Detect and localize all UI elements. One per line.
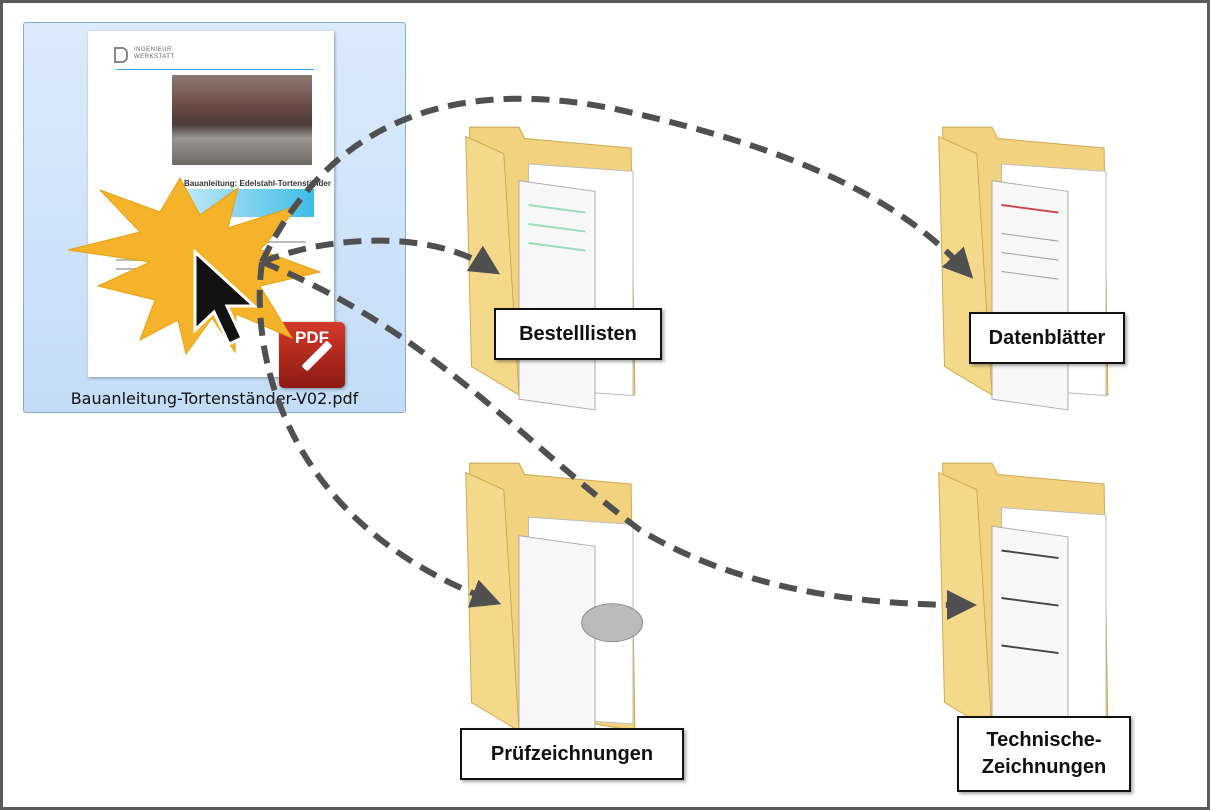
folder-bestelllisten[interactable]: Bestelllisten — [462, 112, 662, 412]
pdf-badge-text: PDF — [295, 328, 329, 347]
doc-logo-line2: WERKSTATT — [134, 54, 175, 60]
doc-logo: INGENIEUR WERKSTATT — [114, 47, 175, 63]
doc-logo-line1: INGENIEUR — [134, 47, 172, 53]
folder-icon — [938, 462, 1109, 747]
cursor-icon — [193, 248, 258, 346]
logo-mark-icon — [114, 47, 128, 63]
folder-label-technische-zeichnungen: Technische- Zeichnungen — [957, 716, 1131, 792]
pdf-icon: PDF — [279, 322, 345, 388]
file-name-label[interactable]: Bauanleitung-Tortenständer-V02.pdf — [70, 389, 359, 408]
doc-photo — [172, 75, 312, 165]
arrow-to-technische — [260, 259, 977, 620]
arrow-to-pruefzeichnungen — [256, 261, 502, 608]
folder-label-datenblaetter: Datenblätter — [969, 312, 1125, 364]
folder-label-bestelllisten: Bestelllisten — [494, 308, 662, 360]
arrow-to-bestelllisten — [260, 237, 501, 275]
doc-heading: Bauanleitung: Edelstahl-Tortenständer — [184, 179, 331, 188]
arrow-to-datenblaetter — [259, 95, 974, 279]
folder-technische-zeichnungen[interactable]: Technische- Zeichnungen — [935, 448, 1135, 792]
folder-label-pruefzeichnungen: Prüfzeichnungen — [460, 728, 684, 780]
folder-icon — [465, 462, 643, 747]
folder-pruefzeichnungen[interactable]: Prüfzeichnungen — [460, 448, 684, 780]
folder-datenblaetter[interactable]: Datenblätter — [935, 112, 1135, 412]
doc-rule — [116, 69, 314, 70]
